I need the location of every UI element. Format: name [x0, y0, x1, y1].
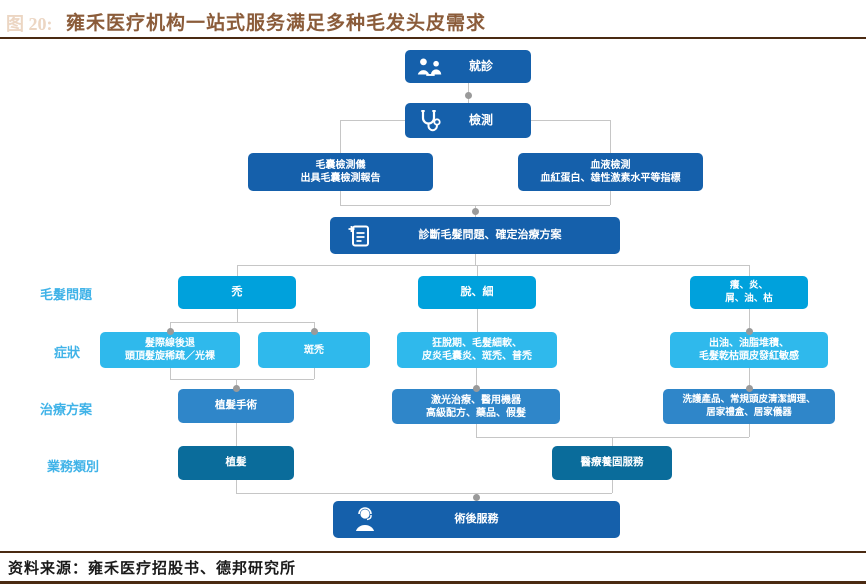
connector-line: [236, 480, 237, 493]
node-label: 毛髮乾枯頭皮發紅敏感: [699, 351, 799, 362]
flow-node-post-op: 術後服務: [333, 501, 620, 538]
flow-node-blood-test: 血液檢測 血紅蛋白、雄性激素水平等指標: [518, 153, 703, 191]
node-label: 洗護產品、常規頭皮清潔調理、: [682, 394, 816, 406]
connector-line: [477, 265, 478, 276]
node-label: 醫療養固服務: [580, 456, 644, 469]
flow-node-problem-bald: 禿: [178, 276, 296, 309]
flow-node-business-transplant: 植髮: [178, 446, 294, 480]
node-label: 診斷毛髮問題、確定治療方案: [418, 229, 562, 242]
node-label: 禿: [231, 286, 243, 299]
junction-dot: [473, 494, 480, 501]
connector-line: [476, 368, 477, 389]
connector-line: [610, 191, 611, 205]
row-label-problems: 毛髮問題: [40, 287, 93, 302]
connector-line: [612, 480, 613, 493]
node-label: 血紅蛋白、雄性激素水平等指標: [540, 173, 681, 184]
flow-node-diagnosis: 診斷毛髮問題、確定治療方案: [330, 217, 620, 254]
connector-line: [749, 424, 750, 437]
flow-node-problem-itchy: 癢、炎、 屑、油、枯: [690, 276, 808, 309]
figure-number: 图 20:: [6, 14, 53, 34]
footer-divider-bottom: [0, 581, 866, 584]
connector-line: [237, 309, 238, 322]
junction-dot: [167, 328, 174, 335]
node-label: 血液檢測: [590, 160, 631, 171]
junction-dot: [472, 208, 479, 215]
connector-line: [340, 191, 341, 205]
connector-line: [340, 120, 341, 153]
stethoscope-icon: [421, 109, 441, 131]
flow-node-follicle-test: 毛囊檢測儀 出具毛囊檢測報告: [248, 153, 433, 191]
node-label: 毛囊檢測儀: [315, 160, 366, 171]
junction-dot: [311, 328, 318, 335]
flow-node-symptom-hairline: 髮際線後退 頭頂髮旋稀疏／光裸: [100, 332, 240, 368]
connector-line: [749, 368, 750, 389]
node-label: 植髮: [225, 456, 247, 469]
connector-line: [476, 424, 477, 437]
connector-line: [170, 368, 171, 379]
node-label: 高級配方、藥品、假髮: [426, 407, 526, 419]
page-title: 雍禾医疗机构一站式服务满足多种毛发头皮需求: [66, 13, 487, 34]
node-label: 檢測: [468, 112, 493, 127]
flow-node-treatment-surgery: 植髮手術: [178, 389, 294, 423]
flow-node-business-medical-care: 醫療養固服務: [552, 446, 672, 480]
node-label: 頭頂髮旋稀疏／光裸: [125, 351, 215, 362]
junction-dot: [465, 92, 472, 99]
node-label: 居家禮盒、居家儀器: [706, 406, 792, 418]
connector-line: [475, 254, 476, 265]
connector-line: [170, 322, 314, 323]
connector-line: [612, 437, 613, 446]
row-label-business: 業務類別: [47, 459, 100, 474]
connector-line: [314, 322, 315, 332]
flow-node-symptom-patchy: 斑禿: [258, 332, 370, 368]
connector-line: [237, 265, 749, 266]
connector-line: [314, 368, 315, 379]
title-divider: [0, 37, 866, 39]
flow-node-problem-shedding: 脫、細: [418, 276, 536, 309]
row-label-symptoms: 症狀: [54, 345, 81, 360]
node-label: 皮炎毛囊炎、斑禿、普禿: [422, 351, 532, 362]
connector-line: [236, 379, 237, 389]
consultation-icon: [417, 57, 442, 76]
flow-node-test: 檢測: [405, 103, 531, 138]
connector-line: [610, 120, 611, 153]
footer-divider-top: [0, 551, 866, 553]
service-agent-icon: [356, 506, 374, 531]
connector-line: [237, 265, 238, 276]
node-label: 就診: [468, 58, 493, 73]
junction-dot: [233, 385, 240, 392]
connector-line: [749, 265, 750, 276]
row-label-treatments: 治療方案: [40, 402, 93, 417]
node-label: 激光治療、醫用機器: [431, 394, 521, 406]
connector-line: [170, 322, 171, 332]
connector-line: [236, 423, 237, 446]
junction-dot: [746, 328, 753, 335]
node-label: 屑、油、枯: [725, 292, 773, 304]
node-label: 癢、炎、: [729, 280, 768, 292]
node-label: 術後服務: [454, 513, 499, 526]
connector-line: [236, 493, 612, 494]
flow-node-treatment-care: 洗護產品、常規頭皮清潔調理、 居家禮盒、居家儀器: [663, 389, 835, 424]
connector-line: [170, 379, 314, 380]
node-label: 斑禿: [304, 344, 324, 356]
connector-line: [749, 309, 750, 332]
node-label: 出具毛囊檢測報告: [300, 173, 381, 184]
node-label: 狂脫期、毛髮細軟、: [432, 338, 522, 349]
node-label: 髮際線後退: [145, 338, 195, 349]
source-note: 资料来源：雍禾医疗招股书、德邦研究所: [8, 561, 297, 577]
node-label: 出油、油脂堆積、: [709, 338, 789, 349]
connector-line: [477, 309, 478, 332]
node-label: 植髮手術: [215, 399, 257, 412]
junction-dot: [746, 385, 753, 392]
flow-node-symptom-shedding: 狂脫期、毛髮細軟、 皮炎毛囊炎、斑禿、普禿: [397, 332, 557, 368]
junction-dot: [473, 385, 480, 392]
flow-node-visit: 就診: [405, 50, 531, 83]
flow-node-symptom-oily: 出油、油脂堆積、 毛髮乾枯頭皮發紅敏感: [670, 332, 828, 368]
node-label: 脫、細: [460, 286, 494, 299]
report-document-icon: [348, 225, 369, 246]
flow-node-treatment-laser: 激光治療、醫用機器 高級配方、藥品、假髮: [392, 389, 560, 424]
